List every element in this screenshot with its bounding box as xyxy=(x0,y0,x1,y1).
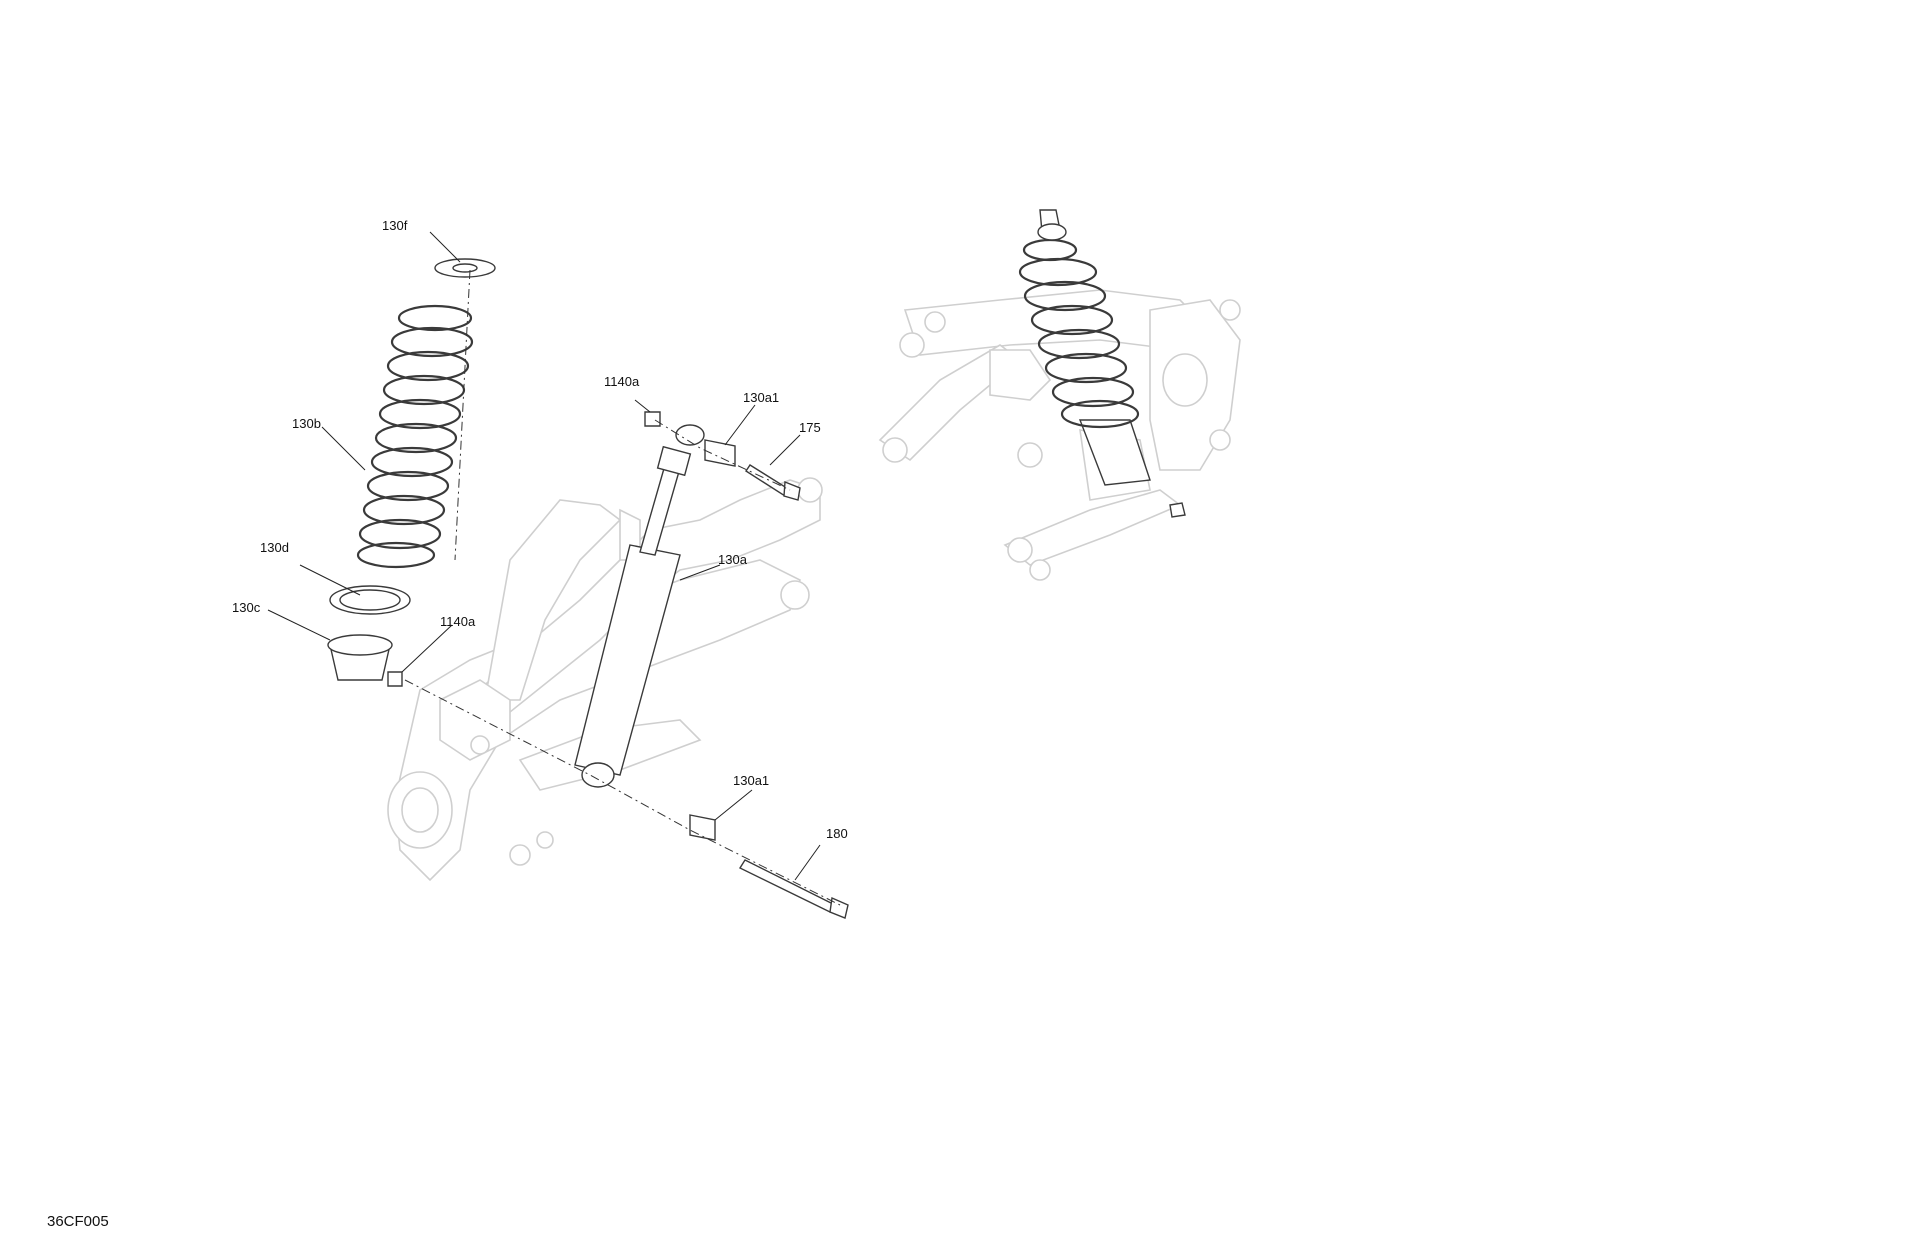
spring-seat xyxy=(329,585,411,615)
label-bolt-upper: 175 xyxy=(799,420,821,435)
bushing-upper xyxy=(704,439,736,467)
label-spring-retainer: 130f xyxy=(382,218,408,233)
suspension-arm-drawing xyxy=(387,477,823,882)
bolt-lower-shank xyxy=(738,859,837,913)
drawing-code: 36CF005 xyxy=(47,1213,109,1230)
bolt-upper-head xyxy=(783,480,801,501)
shock-absorber xyxy=(574,424,705,788)
label-spring-seat: 130d xyxy=(260,540,289,555)
nut-lower xyxy=(387,671,403,687)
nut-upper xyxy=(644,411,661,427)
assembled-coilover xyxy=(1018,209,1186,518)
spring-retainer xyxy=(434,258,496,278)
assembled-view-drawing xyxy=(878,289,1241,581)
label-spring: 130b xyxy=(292,416,321,431)
lower-mount-hardware xyxy=(387,671,849,919)
spring-stopper xyxy=(327,634,393,681)
upper-mount-hardware xyxy=(644,411,801,501)
bolt-lower-head xyxy=(829,896,849,919)
label-bushing-upper: 130a1 xyxy=(743,390,779,405)
label-nut-lower: 1140a xyxy=(440,614,476,629)
bushing-lower xyxy=(689,814,716,841)
label-bushing-lower: 130a1 xyxy=(733,773,769,788)
label-nut-upper: 1140a xyxy=(604,374,640,389)
label-spring-stopper: 130c xyxy=(232,600,261,615)
label-shock-absorber: 130a xyxy=(718,552,748,567)
coil-spring xyxy=(356,304,474,569)
leader-lines xyxy=(267,231,821,881)
assembly-lines xyxy=(404,269,841,906)
label-bolt-lower: 180 xyxy=(826,826,848,841)
callout-labels: 130f 130b 1140a 130a1 175 130d 130c 1140… xyxy=(232,218,848,841)
